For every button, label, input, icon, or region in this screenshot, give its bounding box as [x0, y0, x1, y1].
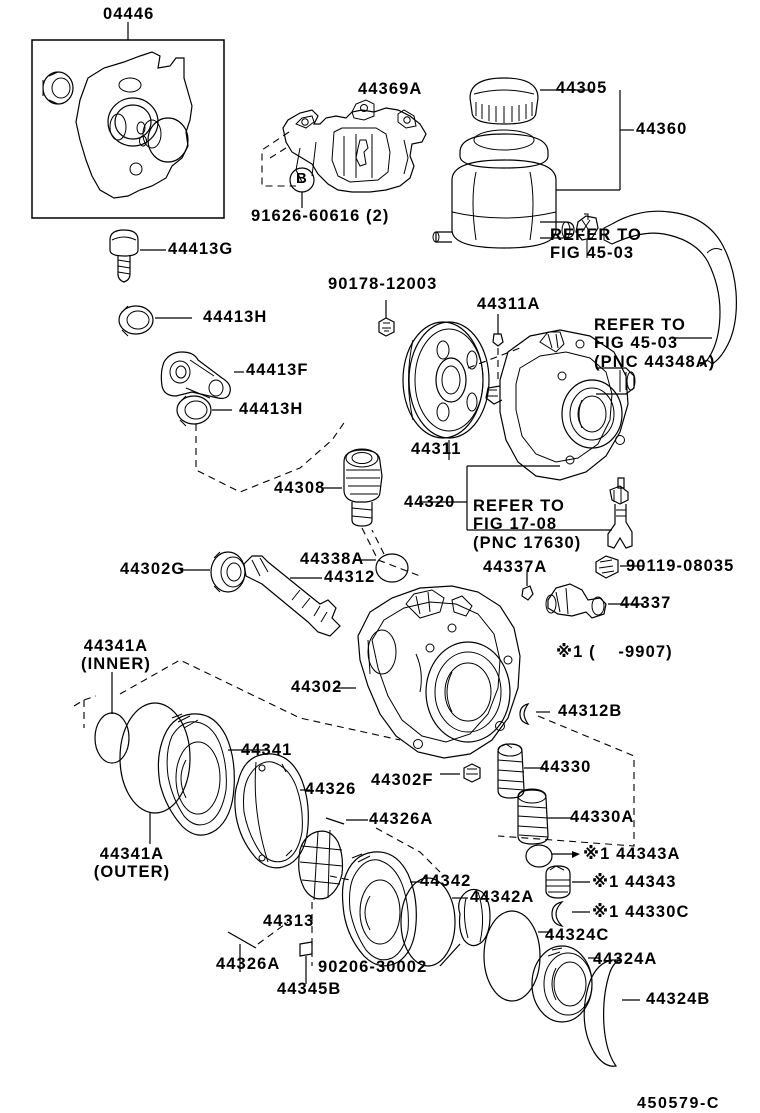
label-44324C: 44324C [545, 926, 610, 944]
snap-ring-44330C [552, 902, 590, 926]
hose-clamp-and-hose [576, 211, 736, 366]
rotor-44326 [235, 754, 310, 868]
label-44413G: 44413G [168, 240, 234, 258]
snap-ring-44312B [498, 704, 634, 846]
plug-44302F [440, 764, 480, 782]
pin-44311A [493, 314, 503, 380]
stud-90119-08035 [596, 556, 644, 578]
label-44369A: 44369A [358, 80, 423, 98]
label-44312B: 44312B [558, 702, 623, 720]
bracket-44369A [262, 100, 426, 192]
pump-assembly-44320 [419, 330, 635, 530]
label-44324A: 44324A [593, 950, 658, 968]
label-44302G: 44302G [120, 560, 186, 578]
pulley-44311 [403, 322, 520, 460]
spring-44330A [518, 789, 572, 844]
refer-to-fig-45-03-2: REFER TO FIG 45-03 (PNC 44348A) [594, 316, 716, 371]
label-44413H-bot: 44413H [239, 400, 304, 418]
label-44413F: 44413F [246, 361, 309, 379]
drive-shaft-44312 [244, 556, 340, 636]
label-44345B: 44345B [277, 980, 342, 998]
label-44302F: 44302F [371, 771, 434, 789]
vane-set-44313 [299, 830, 350, 966]
o-ring-44342A [401, 878, 468, 966]
label-44343: ※1 44343 [592, 873, 677, 891]
label-44312: 44312 [324, 568, 376, 586]
label-44337A: 44337A [483, 558, 548, 576]
label-44341: 44341 [241, 741, 293, 759]
label-44341A-outer: 44341A (OUTER) [93, 845, 171, 882]
label-44326A-left: 44326A [216, 955, 281, 973]
label-44326: 44326 [305, 780, 357, 798]
note-mark-1: ※1 ( -9907) [556, 643, 673, 661]
refer-to-fig-17-08: REFER TO FIG 17-08 (PNC 17630) [473, 497, 582, 552]
kit-box-04446 [32, 22, 224, 218]
plug-44343 [546, 866, 590, 898]
cam-ring-44341 [158, 714, 268, 835]
connector-44337 [522, 570, 644, 618]
label-44338A: 44338A [300, 550, 365, 568]
pin-44326A-left [228, 922, 288, 972]
oil-seal-44302G [180, 552, 245, 592]
pressure-switch-17630 [608, 478, 632, 548]
label-44342A: 44342A [470, 888, 535, 906]
label-44305: 44305 [556, 79, 608, 97]
adjusting-bar-44413F [161, 352, 244, 398]
union-44308 [322, 449, 420, 576]
label-44311A: 44311A [477, 295, 541, 313]
o-ring-44341A-inner [74, 660, 400, 763]
reservoir-cap-44305 [470, 78, 594, 124]
pin-44345B [300, 942, 312, 984]
pump-housing-44302 [336, 586, 520, 758]
label-44313: 44313 [263, 912, 315, 930]
o-ring-44324C [484, 911, 552, 1001]
label-90206-30002: 90206-30002 [318, 958, 428, 976]
refer-to-fig-45-03-1: REFER TO FIG 45-03 [550, 226, 642, 263]
label-44341A-inner: 44341A (INNER) [80, 637, 152, 674]
label-91626-60616: 91626-60616 (2) [251, 207, 390, 225]
washer-44413H-bottom [177, 396, 346, 492]
label-44343A: ※1 44343A [583, 845, 681, 863]
label-44413H-top: 44413H [203, 308, 268, 326]
label-44337: 44337 [620, 594, 672, 612]
label-44324B: 44324B [646, 990, 711, 1008]
drawing-number: 450579-C [637, 1095, 721, 1112]
label-44302: 44302 [291, 678, 343, 696]
pin-44326A-right [326, 818, 440, 872]
label-44320: 44320 [404, 493, 456, 511]
label-44330C: ※1 44330C [592, 903, 690, 921]
o-ring-44341A-outer [120, 703, 190, 844]
seal-90206-30002 [440, 889, 490, 966]
label-44330: 44330 [540, 758, 592, 776]
label-44330A: 44330A [570, 808, 635, 826]
label-44311: 44311 [411, 440, 462, 458]
callout-B-circle [290, 168, 314, 208]
washer-44413H-top [119, 306, 192, 336]
snap-ring-44324B [584, 960, 640, 1066]
side-plate-44342 [343, 852, 423, 966]
seal-44324A [532, 946, 600, 1022]
label-44360: 44360 [636, 120, 688, 138]
bolt-44413G [110, 230, 166, 282]
label-44326A-right: 44326A [369, 810, 434, 828]
label-90119-08035: 90119-08035 [626, 557, 735, 575]
o-ring-44343A [526, 845, 580, 867]
label-90178-12003: 90178-12003 [328, 275, 438, 293]
label-44342: 44342 [420, 872, 472, 890]
o-ring-44338A [358, 530, 408, 582]
nut-90178-12003 [379, 300, 394, 336]
reservoir-tank-44360 [433, 90, 634, 248]
label-04446: 04446 [103, 5, 155, 23]
label-44308: 44308 [274, 479, 326, 497]
callout-letter-B: B [296, 170, 307, 187]
